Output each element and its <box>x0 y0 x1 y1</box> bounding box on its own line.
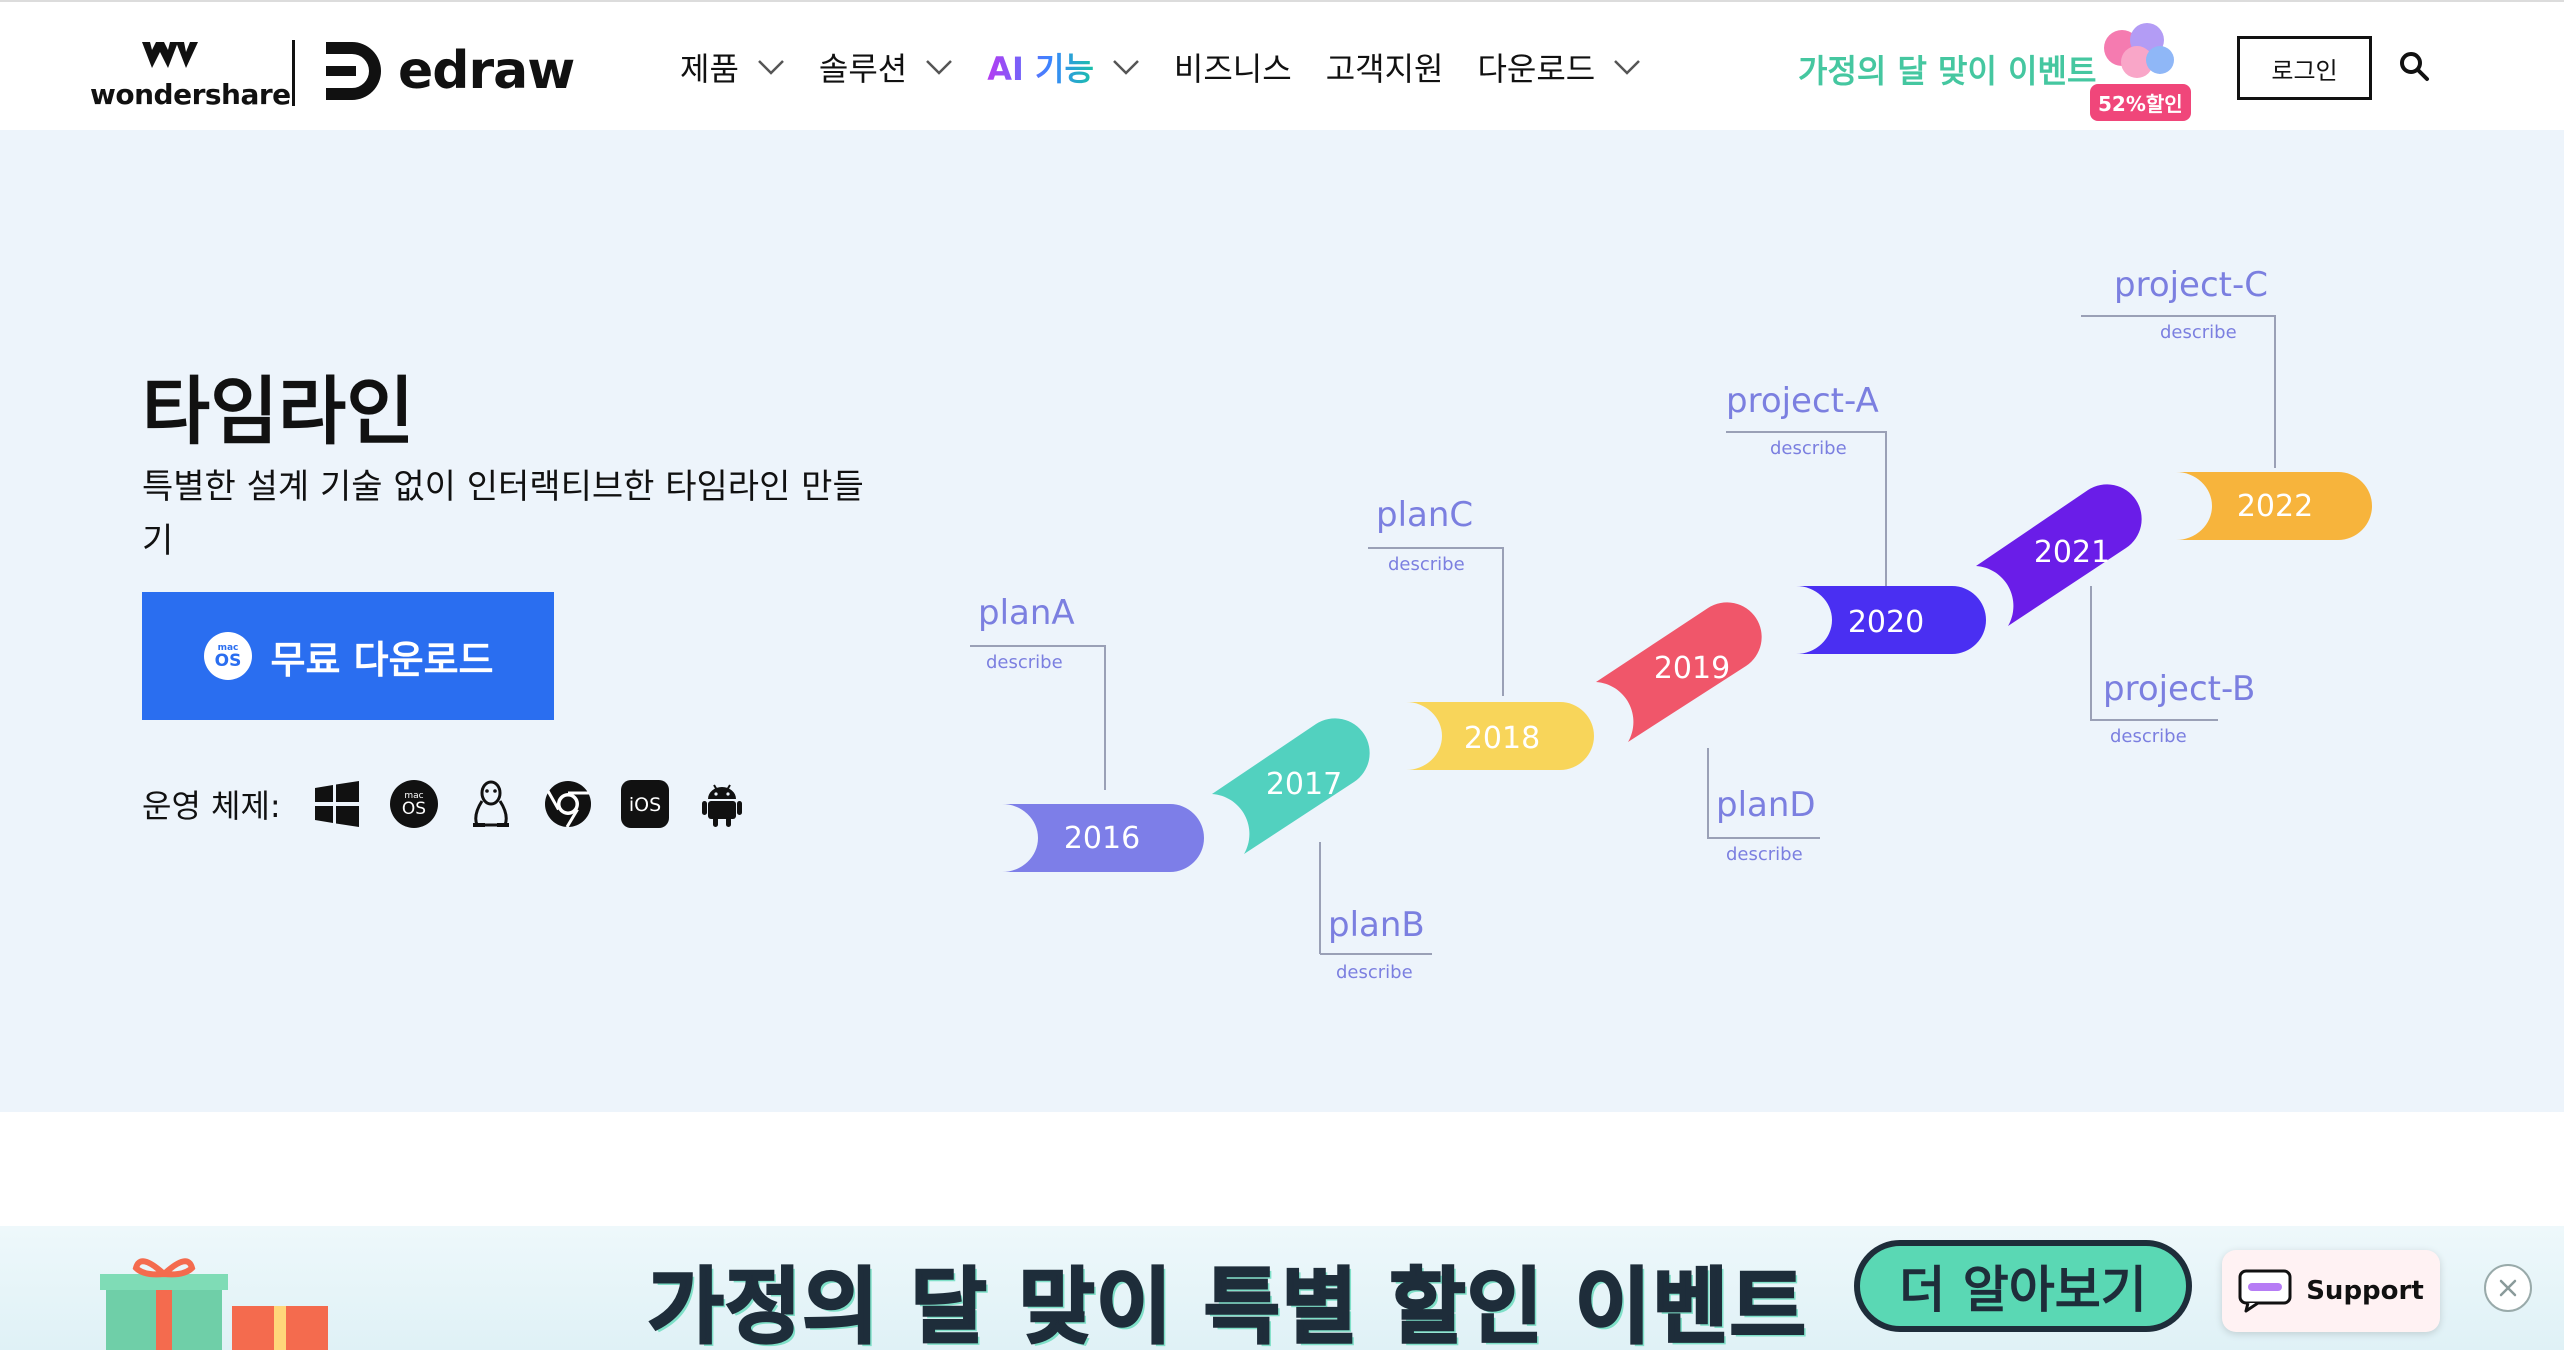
timeline-year: 2016 <box>1064 821 1140 856</box>
timeline-desc: describe <box>1336 962 1413 983</box>
wondershare-wordmark: wondershare <box>90 78 291 111</box>
macos-badge-top: mac <box>217 643 238 653</box>
chevron-down-icon <box>758 60 784 75</box>
page-subtitle: 특별한 설계 기술 없이 인터랙티브한 타임라인 만들기 <box>142 467 864 561</box>
free-download-button[interactable]: mac OS 무료 다운로드 <box>142 592 554 720</box>
timeline-segment-2021[interactable]: 2021 <box>1976 484 2142 626</box>
support-label: Support <box>2306 1276 2424 1306</box>
nav-label: 비즈니스 <box>1173 50 1292 88</box>
nav-label: 고객지원 <box>1325 50 1444 88</box>
main-nav: 제품 솔루션 AI 기능 비즈니스 고객지원 다운로드 <box>680 42 1675 92</box>
timeline-desc: describe <box>1388 554 1465 575</box>
nav-support[interactable]: 고객지원 <box>1326 44 1444 90</box>
timeline-segment-2022[interactable]: 2022 <box>2176 472 2372 540</box>
timeline-year: 2021 <box>2034 535 2110 570</box>
windows-icon[interactable] <box>311 778 363 830</box>
timeline-label-planc: planC <box>1376 495 1473 535</box>
learn-more-button[interactable]: 더 알아보기 <box>1854 1240 2192 1332</box>
chevron-down-icon <box>926 60 953 75</box>
site-header: wondershare edraw 제품 솔루션 AI 기능 비즈니스 고객지원… <box>0 0 2564 128</box>
logo-divider <box>292 40 295 106</box>
timeline-year: 2017 <box>1266 767 1342 802</box>
timeline-desc: describe <box>986 652 1063 673</box>
timeline-year: 2022 <box>2237 489 2313 524</box>
timeline-desc: describe <box>1770 438 1847 459</box>
gift-icon <box>100 1258 328 1350</box>
os-list: 운영 체제: mac OS <box>142 778 773 830</box>
support-button[interactable]: Support <box>2222 1250 2440 1332</box>
macos-icon[interactable]: mac OS <box>388 778 440 830</box>
edraw-wordmark: edraw <box>398 41 575 101</box>
nav-solutions[interactable]: 솔루션 <box>819 44 953 90</box>
timeline-desc: describe <box>2110 726 2187 747</box>
login-button[interactable]: 로그인 <box>2237 36 2372 100</box>
balloon-icon <box>2104 23 2174 78</box>
ios-icon[interactable]: iOS <box>619 778 671 830</box>
chevron-down-icon <box>1614 60 1641 75</box>
timeline-segment-2017[interactable]: 2017 <box>1212 718 1370 854</box>
timeline-year: 2019 <box>1654 651 1730 686</box>
macos-badge-bottom: OS <box>214 651 241 671</box>
hero-section: 타임라인 특별한 설계 기술 없이 인터랙티브한 타임라인 만들기 mac OS… <box>0 130 2564 1112</box>
event-link[interactable]: 가정의 달 맞이 이벤트 <box>1798 52 2097 90</box>
macos-icon: mac OS <box>203 632 252 680</box>
nav-label: 제품 <box>680 50 739 88</box>
linux-icon[interactable] <box>465 778 517 830</box>
timeline-label-project-c: project-C <box>2114 265 2268 305</box>
download-label: 무료 다운로드 <box>270 637 494 682</box>
timeline-label-planb: planB <box>1328 905 1425 945</box>
timeline-desc: describe <box>1726 844 1803 865</box>
wondershare-logo[interactable]: wondershare <box>90 38 291 111</box>
timeline-label-plana: planA <box>978 593 1075 633</box>
timeline-year: 2018 <box>1464 721 1540 756</box>
macos-badge-top: mac <box>404 791 423 801</box>
timeline-segment-2016[interactable]: 2016 <box>1002 804 1204 872</box>
timeline-connectors <box>970 315 2276 955</box>
timeline-label-project-b: project-B <box>2103 669 2255 709</box>
macos-badge-bottom: OS <box>402 799 426 819</box>
chevron-down-icon <box>1113 60 1139 75</box>
promo-banner[interactable]: 가정의 달 맞이 특별 할인 이벤트 더 알아보기 <box>0 1226 2564 1350</box>
nav-label: 다운로드 <box>1477 50 1596 88</box>
timeline-labels: planA describe planB describe planC desc… <box>978 265 2268 983</box>
close-icon <box>2499 1279 2517 1297</box>
chat-icon <box>2238 1269 2292 1313</box>
timeline-desc: describe <box>2160 322 2237 343</box>
promo-text: 가정의 달 맞이 특별 할인 이벤트 <box>646 1259 1808 1350</box>
android-icon[interactable] <box>696 778 748 830</box>
nav-label: AI 기능 <box>987 44 1094 90</box>
nav-label: 솔루션 <box>818 50 908 88</box>
edraw-mark-icon <box>326 42 381 100</box>
edraw-logo[interactable]: edraw <box>322 36 575 106</box>
wondershare-mark-icon <box>142 42 198 68</box>
search-icon[interactable] <box>2398 50 2430 82</box>
nav-ai-features[interactable]: AI 기능 <box>987 44 1140 90</box>
os-label: 운영 체제: <box>142 787 281 825</box>
sale-badge: 52%할인 <box>2090 84 2191 121</box>
timeline-label-pland: planD <box>1716 785 1816 825</box>
banner-close-button[interactable] <box>2484 1264 2532 1312</box>
nav-download[interactable]: 다운로드 <box>1477 44 1641 90</box>
chrome-icon[interactable] <box>542 778 594 830</box>
timeline-segment-2020[interactable]: 2020 <box>1796 586 1986 654</box>
timeline-label-project-a: project-A <box>1726 381 1879 421</box>
page-title: 타임라인 <box>142 369 415 455</box>
timeline-segment-2018[interactable]: 2018 <box>1406 702 1594 770</box>
timeline-year: 2020 <box>1848 605 1924 640</box>
timeline-segments: 2016 2017 2018 2019 2020 2021 20 <box>1002 472 2372 872</box>
timeline-illustration: 2016 2017 2018 2019 2020 2021 20 <box>970 265 2372 983</box>
ios-badge-label: iOS <box>629 794 661 816</box>
nav-products[interactable]: 제품 <box>680 44 785 90</box>
timeline-segment-2019[interactable]: 2019 <box>1596 602 1762 742</box>
nav-business[interactable]: 비즈니스 <box>1174 44 1292 90</box>
